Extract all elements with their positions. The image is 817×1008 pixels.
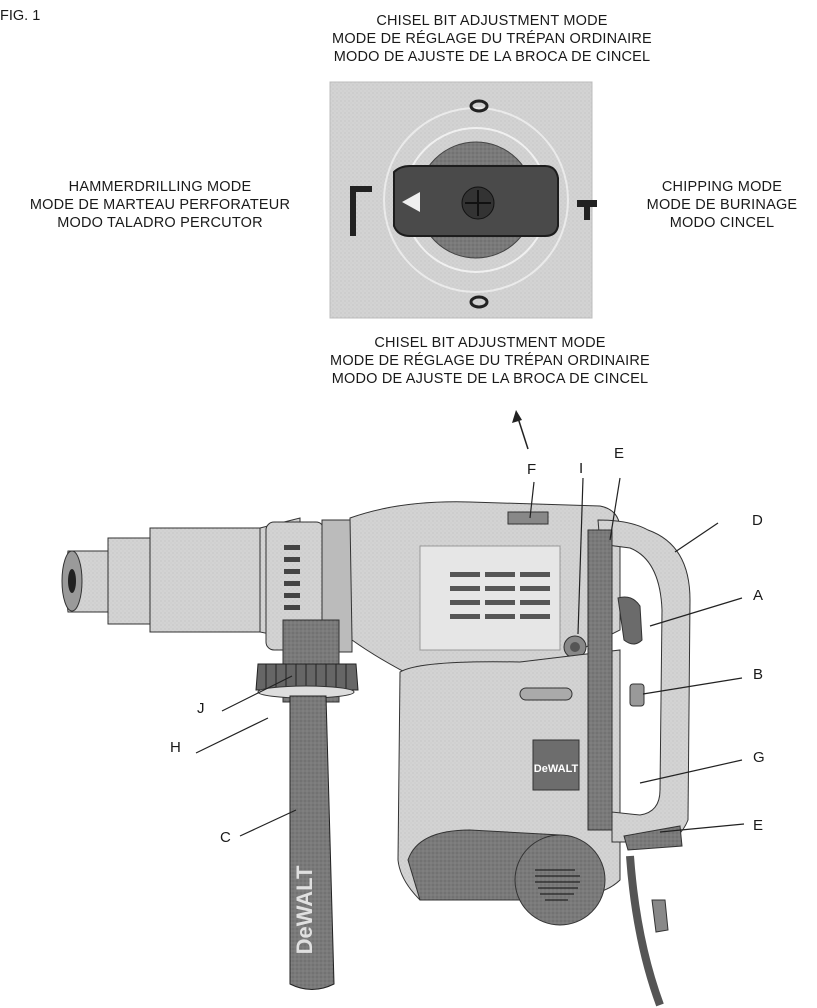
mode-label-left: HAMMERDRILLING MODE MODE DE MARTEAU PERF… xyxy=(0,178,320,232)
callout-c: C xyxy=(220,829,231,846)
callout-e-bottom: E xyxy=(753,817,764,834)
lock-on-button-icon xyxy=(629,683,645,707)
callout-a: A xyxy=(753,587,764,604)
chipping-mode-icon xyxy=(577,200,597,220)
mode-left-line-2: MODE DE MARTEAU PERFORATEUR xyxy=(29,197,291,213)
mode-bottom-line-2: MODE DE RÉGLAGE DU TRÉPAN ORDINAIRE xyxy=(330,353,650,369)
mode-left-line-1: HAMMERDRILLING MODE xyxy=(68,179,252,195)
mode-top-line-2: MODE DE RÉGLAGE DU TRÉPAN ORDINAIRE xyxy=(332,31,652,47)
mode-right-line-3: MODO CINCEL xyxy=(669,215,775,231)
hammer-drill: DeWALT DeWALT xyxy=(61,501,691,1007)
mode-top-line-1: CHISEL BIT ADJUSTMENT MODE xyxy=(376,13,608,29)
bottom-mode-marker-icon xyxy=(469,295,489,309)
top-mode-marker-icon xyxy=(469,99,489,113)
mode-right-line-1: CHIPPING MODE xyxy=(661,179,783,195)
trigger-switch-icon xyxy=(617,596,643,645)
mode-right-line-2: MODE DE BURINAGE xyxy=(646,197,798,213)
figure-label: FIG. 1 xyxy=(0,8,41,24)
callout-f: F xyxy=(527,461,537,478)
mode-arrow-icon xyxy=(512,410,529,450)
callout-d: D xyxy=(752,512,763,529)
mode-bottom-line-1: CHISEL BIT ADJUSTMENT MODE xyxy=(374,335,606,351)
mode-label-right: CHIPPING MODE MODE DE BURINAGE MODO CINC… xyxy=(627,178,817,232)
mode-left-line-3: MODO TALADRO PERCUTOR xyxy=(57,215,263,231)
callout-e-top: E xyxy=(614,445,625,462)
mode-top-line-3: MODO DE AJUSTE DE LA BROCA DE CINCEL xyxy=(333,49,651,65)
callout-i: I xyxy=(579,460,584,477)
body-logo: DeWALT xyxy=(534,763,579,775)
mode-selector-panel xyxy=(329,81,597,319)
mode-label-bottom: CHISEL BIT ADJUSTMENT MODE MODE DE RÉGLA… xyxy=(290,334,690,388)
callout-h: H xyxy=(170,739,181,756)
callout-g: G xyxy=(753,749,765,766)
hammerdrill-mode-icon xyxy=(350,186,372,236)
callout-j: J xyxy=(197,700,205,717)
handle-logo: DeWALT xyxy=(292,865,317,954)
callout-b: B xyxy=(753,666,764,683)
leader-lines xyxy=(195,477,745,837)
side-handle xyxy=(289,695,335,990)
body-logo-badge xyxy=(532,739,580,791)
mode-label-top: CHISEL BIT ADJUSTMENT MODE MODE DE RÉGLA… xyxy=(292,12,692,66)
mode-bottom-line-3: MODO DE AJUSTE DE LA BROCA DE CINCEL xyxy=(331,371,649,387)
